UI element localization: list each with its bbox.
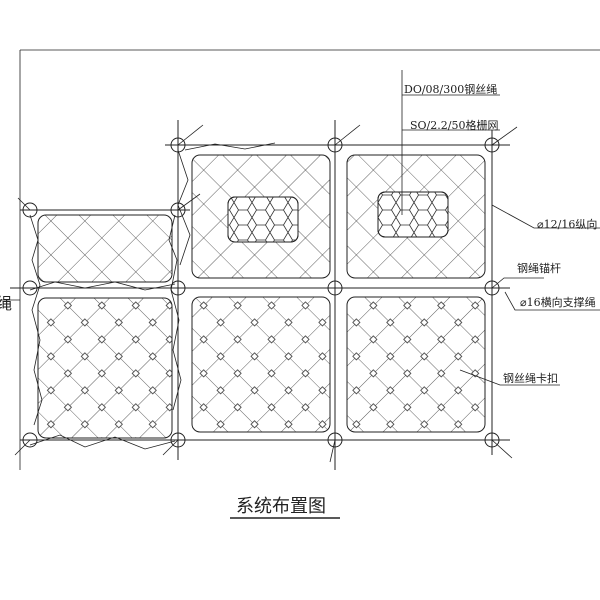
anchor-ticks: [14, 124, 518, 463]
label-left-partial: 绳: [0, 294, 13, 313]
wavy-ropes: [29, 142, 276, 450]
label-clip: 钢丝绳卡扣: [503, 372, 558, 385]
label-wire-rope: DO/08/300钢丝绳: [404, 83, 498, 96]
horizontal-ropes: [10, 144, 510, 441]
hex-mesh: [227, 196, 299, 243]
label-transverse: ⌀16横向支撑绳: [520, 296, 596, 309]
panel: [191, 296, 331, 433]
anchor-circles: [22, 137, 500, 448]
label-anchor: 钢绳锚杆: [517, 262, 561, 275]
hex-mesh: [377, 191, 449, 238]
label-grid-net: SO/2.2/50格栅网: [410, 119, 499, 132]
panel: [37, 214, 173, 283]
drawing-title: 系统布置图: [236, 496, 326, 517]
panel: [346, 296, 486, 433]
frame-lines: [19, 49, 600, 470]
leader-lines: [401, 70, 600, 386]
panel: [37, 297, 173, 439]
label-longitudinal: ⌀12/16纵向: [537, 218, 598, 231]
